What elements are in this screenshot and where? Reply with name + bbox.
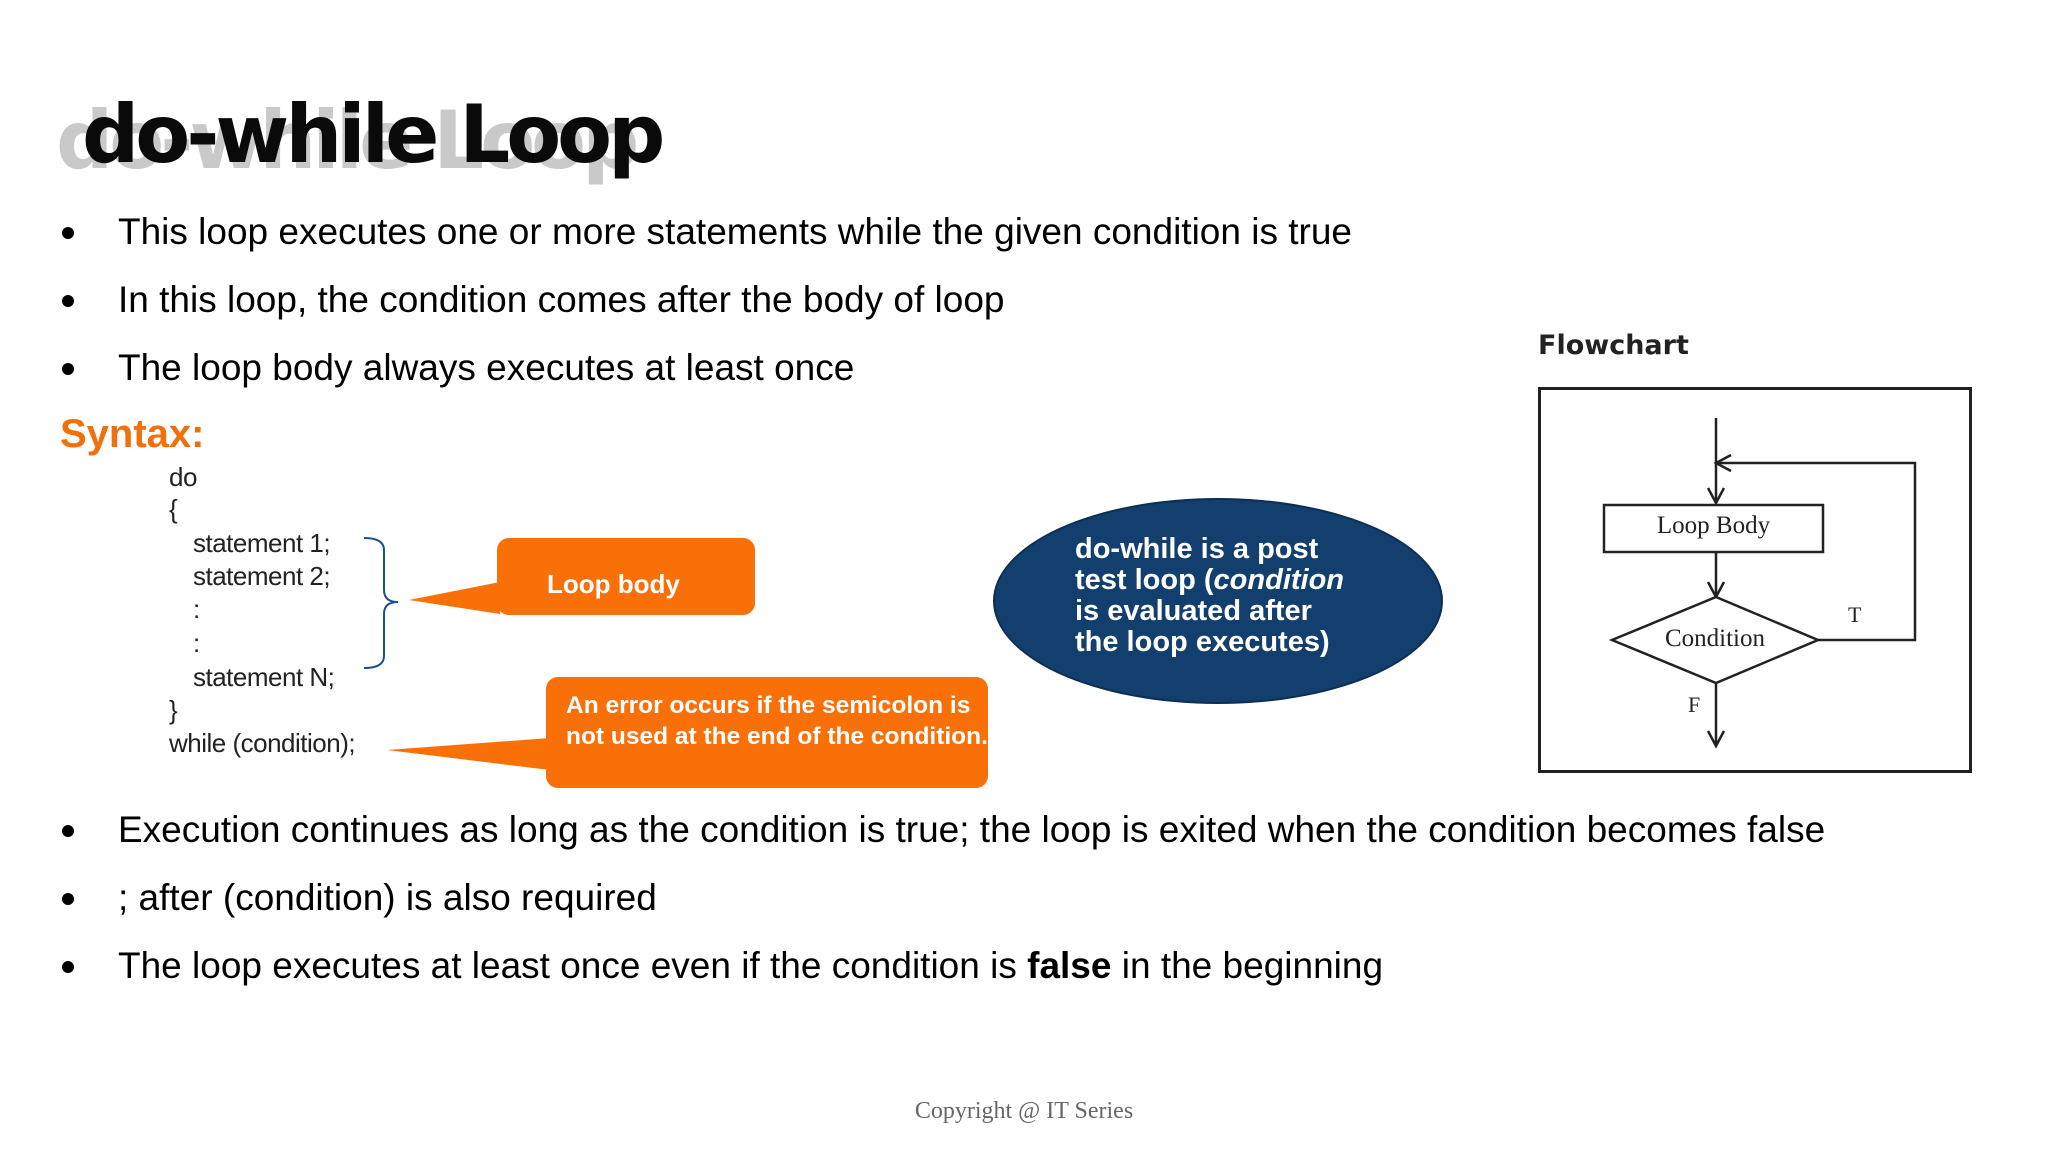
- slide-title: do-while Loop: [82, 88, 665, 181]
- code-while: while (condition);: [169, 728, 356, 758]
- exit-arrow-head: [1706, 730, 1726, 749]
- return-loop-line: [1716, 461, 1917, 642]
- bullet-item: In this loop, the condition comes after …: [58, 266, 1352, 334]
- bullet-item: The loop body always executes at least o…: [58, 334, 1352, 402]
- entry-arrow-head: [1706, 487, 1726, 506]
- code-dots-2: :: [193, 628, 200, 658]
- code-dots-1: :: [193, 594, 200, 624]
- semicolon-pointer: [387, 738, 550, 770]
- bullet-item: The loop executes at least once even if …: [58, 932, 1825, 1000]
- flowchart-loop-body-label: Loop Body: [1656, 512, 1771, 539]
- flowchart-condition-label: Condition: [1664, 625, 1765, 652]
- bullet-dot-icon: [62, 825, 74, 837]
- flowchart-false-label: F: [1688, 692, 1701, 717]
- code-statement-1: statement 1;: [193, 528, 331, 558]
- slide-title-group: do-while Loop do-while Loop: [56, 88, 670, 187]
- code-statement-2: statement 2;: [193, 561, 331, 591]
- loop-body-box: [1602, 503, 1825, 554]
- post-test-ellipse: [993, 498, 1443, 704]
- bottom-bullet-list: Execution continues as long as the condi…: [58, 796, 1825, 1000]
- bullet-dot-icon: [62, 961, 74, 973]
- flowchart-true-label: T: [1848, 602, 1862, 627]
- bullet-item: This loop executes one or more statement…: [58, 198, 1352, 266]
- code-statement-n: statement N;: [193, 662, 335, 692]
- code-do: do: [169, 462, 197, 492]
- code-close-brace: }: [169, 695, 178, 725]
- flowchart-frame: [1538, 387, 1972, 773]
- top-bullet-list: This loop executes one or more statement…: [58, 198, 1352, 402]
- flowchart-shapes: [1602, 418, 1917, 749]
- loop-body-brace: [363, 537, 399, 669]
- bullet-dot-icon: [62, 227, 74, 239]
- bullet-dot-icon: [62, 295, 74, 307]
- syntax-label: Syntax:: [60, 412, 205, 456]
- return-arrow-head: [1713, 453, 1732, 473]
- semicolon-callout: An error occurs if the semicolon is not …: [546, 677, 988, 788]
- code-open-brace: {: [169, 494, 178, 524]
- bullet-dot-icon: [62, 893, 74, 905]
- bullet-item: Execution continues as long as the condi…: [58, 796, 1825, 864]
- bullet-dot-icon: [62, 363, 74, 375]
- bullet-item: ; after (condition) is also required: [58, 864, 1825, 932]
- loop-body-callout: Loop body: [497, 538, 755, 615]
- flowchart-title: Flowchart: [1538, 330, 1689, 361]
- slide-title-shadow: do-while Loop: [56, 94, 639, 187]
- copyright-footer: Copyright @ IT Series: [914, 1098, 1134, 1124]
- post-test-ellipse-text: do-while is a post test loop (condition …: [1075, 533, 1345, 658]
- loop-body-pointer: [409, 582, 500, 614]
